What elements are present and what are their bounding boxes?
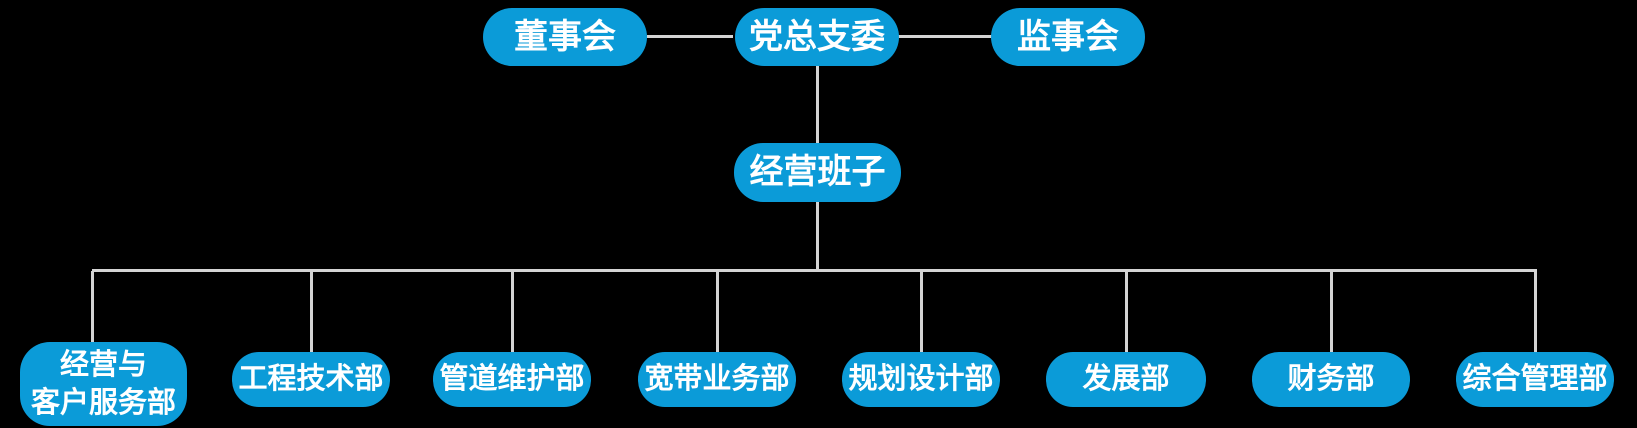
node-board-of-directors-label: 董事会 <box>514 17 616 56</box>
node-finance-dept: 财务部 <box>1252 352 1410 407</box>
node-broadband-business-dept-label: 宽带业务部 <box>644 363 790 396</box>
node-general-management-dept-label: 综合管理部 <box>1462 363 1608 396</box>
node-pipeline-maintenance-dept-label: 管道维护部 <box>439 363 585 396</box>
connector-management-to-bus <box>816 202 819 271</box>
connector-bus-horizontal <box>92 269 1537 272</box>
connector-drop-finance <box>1330 271 1333 352</box>
connector-party-to-management <box>816 66 819 143</box>
node-board-of-supervisors-label: 监事会 <box>1017 17 1119 56</box>
connector-drop-general-management <box>1534 271 1537 352</box>
node-operations-and-customer-service-dept-line2: 客户服务部 <box>30 387 176 419</box>
node-party-general-branch-committee-label: 党总支委 <box>749 17 885 56</box>
node-board-of-directors: 董事会 <box>483 8 647 66</box>
connector-drop-pipeline-maintenance <box>511 271 514 352</box>
node-management-team-label: 经营班子 <box>749 153 886 192</box>
connector-party-to-supervisors <box>896 35 993 38</box>
node-development-dept: 发展部 <box>1046 352 1206 407</box>
node-planning-design-dept: 规划设计部 <box>842 352 1000 407</box>
node-general-management-dept: 综合管理部 <box>1456 352 1614 407</box>
node-pipeline-maintenance-dept: 管道维护部 <box>433 352 591 407</box>
node-finance-dept-label: 财务部 <box>1287 363 1375 396</box>
node-broadband-business-dept: 宽带业务部 <box>638 352 796 407</box>
connector-board-to-party <box>647 35 733 38</box>
node-engineering-technology-dept-label: 工程技术部 <box>238 363 384 396</box>
node-engineering-technology-dept: 工程技术部 <box>232 352 390 407</box>
node-board-of-supervisors: 监事会 <box>991 8 1145 66</box>
connector-drop-engineering-technology <box>310 271 313 352</box>
node-development-dept-label: 发展部 <box>1082 363 1170 396</box>
node-operations-and-customer-service-dept: 经营与 客户服务部 <box>20 342 187 426</box>
connector-drop-planning-design <box>920 271 923 352</box>
node-management-team: 经营班子 <box>734 143 901 202</box>
connector-drop-development <box>1125 271 1128 352</box>
node-operations-and-customer-service-dept-line1: 经营与 <box>59 349 147 381</box>
node-party-general-branch-committee: 党总支委 <box>735 8 899 66</box>
connector-drop-operations-customer-service <box>91 271 94 342</box>
node-planning-design-dept-label: 规划设计部 <box>848 363 994 396</box>
connector-drop-broadband-business <box>716 271 719 352</box>
